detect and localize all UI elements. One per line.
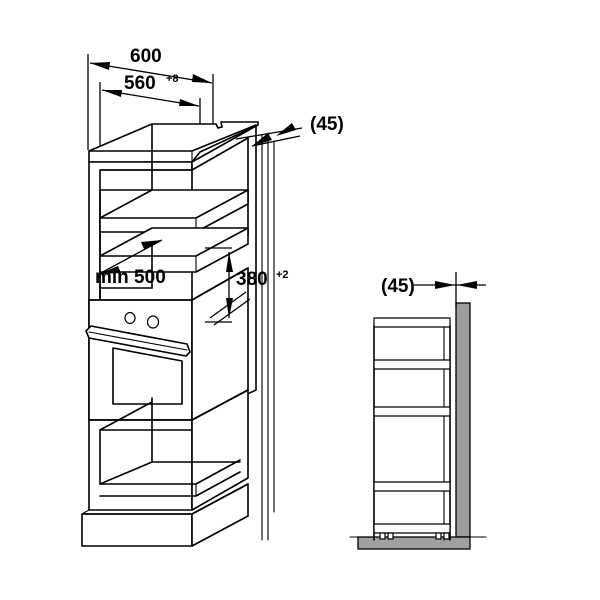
dim-label-560: 560 bbox=[124, 73, 156, 94]
lower-inner-diag-top bbox=[99, 401, 153, 431]
middle-shelf bbox=[99, 189, 249, 233]
knob-left[interactable] bbox=[124, 311, 136, 325]
plinth-left-join bbox=[81, 509, 90, 515]
side-section-view bbox=[349, 302, 487, 550]
oven-door-window bbox=[112, 347, 183, 405]
arrowhead-380-top bbox=[226, 252, 233, 272]
lower-floor-thickness bbox=[99, 471, 241, 497]
dim-label-45-side: (45) bbox=[381, 276, 415, 297]
leg-back-inner bbox=[435, 532, 442, 540]
leg-back bbox=[443, 532, 450, 540]
isometric-cabinet-view bbox=[81, 121, 275, 547]
arrowhead-600-left bbox=[90, 62, 110, 70]
dim-label-380: 380 bbox=[236, 269, 268, 290]
dim-line-600 bbox=[89, 62, 213, 84]
dimension-min-500: min 500 bbox=[95, 239, 166, 288]
dimension-560: 560 +8 bbox=[99, 73, 201, 152]
top-shelf-board bbox=[373, 317, 451, 328]
callout-45-iso: (45) bbox=[235, 114, 344, 147]
dim-line-min500 bbox=[98, 239, 163, 275]
top-panel-notch bbox=[215, 121, 223, 129]
oven-handle-highlight bbox=[88, 331, 188, 351]
knob-right[interactable] bbox=[146, 315, 160, 329]
arrowhead-45-iso-upper bbox=[276, 123, 296, 136]
arrowhead-min500-upper bbox=[141, 240, 162, 249]
slash-leader-380-a bbox=[209, 291, 247, 319]
arrowhead-min500-lower bbox=[99, 266, 121, 274]
leader-45-iso-lower bbox=[251, 135, 301, 147]
arrowhead-560-left bbox=[102, 90, 122, 97]
dimension-380: 380 +2 bbox=[205, 247, 289, 326]
callout-45-side: (45) bbox=[381, 272, 486, 308]
dimension-600: 600 bbox=[87, 46, 214, 150]
dim-label-600: 600 bbox=[130, 46, 162, 67]
dim-label-560-tol: +8 bbox=[166, 73, 179, 85]
back-wall bbox=[455, 302, 471, 538]
dim-label-45-iso: (45) bbox=[310, 114, 344, 135]
arrowhead-600-right bbox=[192, 74, 212, 83]
lower-inner-floor-back bbox=[99, 461, 241, 485]
dim-label-min500: min 500 bbox=[95, 267, 166, 288]
upper-right-inner-edge bbox=[191, 137, 249, 171]
arrowhead-45-side-right bbox=[457, 281, 477, 289]
leg-front bbox=[379, 532, 386, 540]
lower-top-edge bbox=[88, 389, 249, 421]
dim-label-380-tol: +2 bbox=[276, 269, 289, 281]
arrowhead-45-iso-lower bbox=[252, 133, 272, 146]
slash-leader-380-b bbox=[213, 298, 251, 326]
middle-shelf-board bbox=[373, 406, 451, 417]
lower-shelf-board bbox=[373, 481, 451, 492]
bottom-board bbox=[373, 523, 451, 534]
plinth-front bbox=[81, 513, 193, 547]
arrowhead-45-side-left bbox=[435, 281, 455, 289]
arrowhead-560-right bbox=[179, 99, 199, 106]
leg-front-inner bbox=[387, 532, 394, 540]
upper-shelf-board bbox=[373, 359, 451, 370]
